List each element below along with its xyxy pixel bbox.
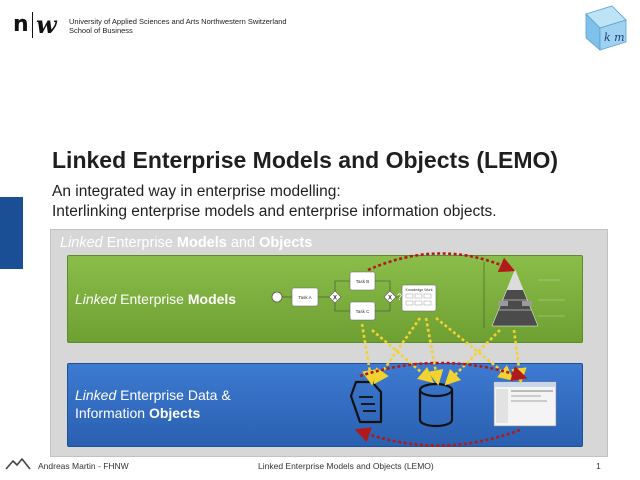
enterprise-objects-label-line1: Linked Enterprise Data & [75,387,231,403]
link-arrow-taskc-document [360,323,378,386]
left-accent-bar [0,197,23,269]
link-arrow-knowledge-database [424,317,444,386]
xor-gateway-icon: X [328,290,342,304]
enterprise-objects-label-line2: Information Objects [75,405,201,421]
enterprise-architecture-pyramid-icon [483,262,565,328]
slide-subtitle-line1: An integrated way in enterprise modellin… [52,183,341,200]
task-b-label: Task B [356,279,370,284]
enterprise-models-panel [67,255,583,343]
enterprise-models-label: Linked Enterprise Models [75,291,237,307]
footer-author: Andreas Martin - FHNW [38,461,129,471]
document-icon [349,380,383,424]
application-window-icon [493,381,557,427]
slide-title: Linked Enterprise Models and Objects (LE… [52,147,559,173]
xor-gateway-join-icon: X [383,290,397,304]
slide-subtitle-line2: Interlinking enterprise models and enter… [52,203,497,220]
task-b-box: Task B [349,271,376,291]
database-icon [418,382,454,428]
university-name: University of Applied Sciences and Arts … [69,17,287,26]
fhnw-logo-divider [32,12,33,38]
task-c-box: Task C [349,301,376,321]
link-arrow-taskb-pyramid [367,252,516,272]
link-arrow-pyramid-application [511,329,527,384]
task-a-label: Task A [298,295,311,300]
link-arrow-knowledge-application [435,316,515,381]
knowledge-work-box: Knowledge Work [401,284,437,312]
task-c-label: Task C [356,309,371,314]
task-a-box: Task A [291,287,319,307]
school-name: School of Business [69,26,133,35]
svg-text:X: X [333,296,337,302]
start-event-icon [271,291,283,303]
footer-page-number: 1 [596,461,601,471]
link-arrow-application-document [354,427,521,447]
question-mark: ? [397,292,402,302]
footer-title: Linked Enterprise Models and Objects (LE… [258,461,434,471]
link-arrow-knowledge-document [373,317,422,385]
knowledge-work-label: Knowledge Work [405,288,432,292]
link-arrow-taskc-database [371,329,434,384]
svg-text:X: X [388,296,392,302]
link-arrow-document-application [359,361,528,382]
fhnw-logo-n: n [13,12,29,37]
fhnw-logo-w: w [36,10,57,39]
link-arrow-pyramid-database [444,329,501,386]
lemo-outer-label: Linked Enterprise Models and Objects [60,235,313,251]
